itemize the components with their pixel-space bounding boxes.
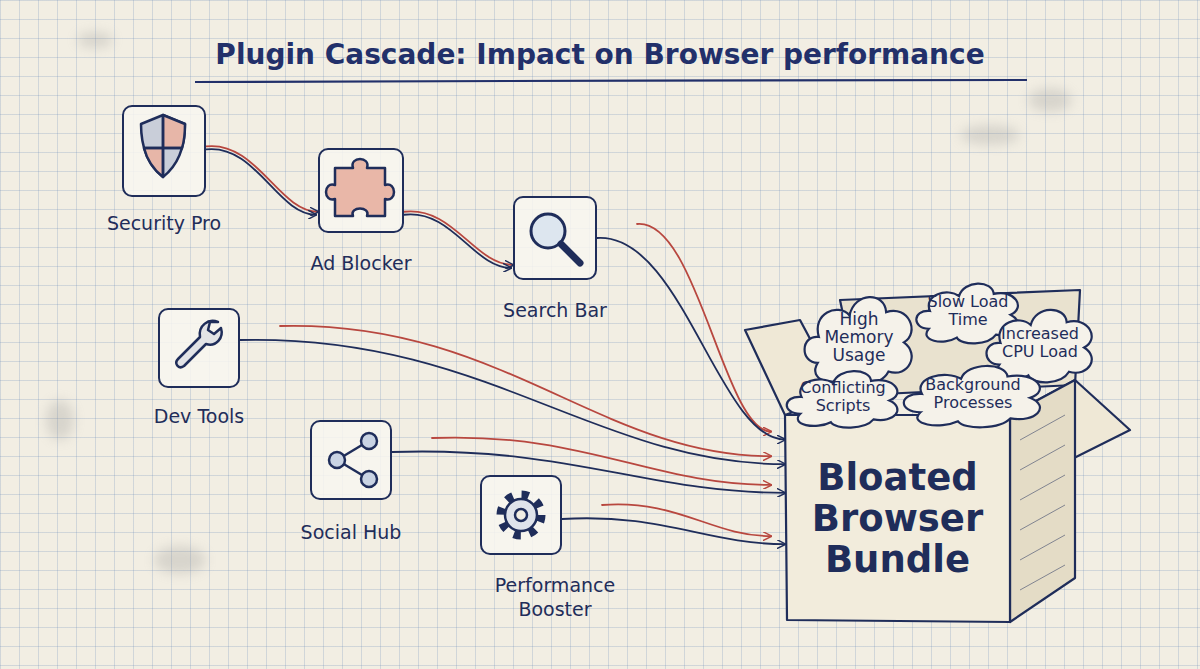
diagram-title: Plugin Cascade: Impact on Browser perfor… (0, 38, 1200, 71)
wrench-icon (176, 321, 221, 367)
plugin-label: Ad Blocker (286, 251, 436, 275)
plugin-box: Performance Booster (480, 475, 562, 555)
flow-arrow (404, 211, 513, 268)
plugin-label: Social Hub (276, 520, 426, 544)
flow-arrow (562, 504, 785, 544)
plugin-label: Dev Tools (124, 404, 274, 428)
cloud-shape (904, 366, 1040, 427)
share-icon (329, 433, 377, 487)
arrow-stroke (404, 214, 511, 268)
arrow-stroke (562, 518, 785, 544)
plugin-label: Search Bar (480, 298, 630, 322)
puzzle-icon (326, 159, 394, 216)
underline-stroke (195, 80, 1027, 82)
plugin-box: Security Pro (122, 105, 206, 197)
plugin-label: Performance Booster (480, 573, 630, 621)
cloud-label: Background Processes (911, 376, 1035, 412)
impact-cloud: Background Processes (898, 356, 1048, 432)
plugin-label: Security Pro (89, 211, 239, 235)
arrow-stroke-red (637, 224, 771, 432)
arrow-stroke-red (404, 211, 513, 265)
plugin-box: Dev Tools (158, 308, 240, 388)
gear-icon (501, 495, 541, 535)
flow-arrow (597, 224, 785, 440)
box-front (785, 415, 1010, 622)
arrow-stroke (597, 238, 785, 440)
bundle-label: Bloated Browser Bundle (785, 457, 1010, 580)
plugin-box: Ad Blocker (318, 148, 404, 233)
magnifier-icon (531, 214, 580, 263)
arrow-stroke-red (206, 146, 318, 212)
box-hatching (1020, 415, 1065, 590)
impact-cloud: Conflicting Scripts (782, 362, 904, 432)
arrow-stroke (392, 451, 785, 492)
shield-icon (141, 115, 185, 177)
cloud-shape (787, 371, 898, 427)
bundle-box: Bloated Browser BundleHigh Memory UsageS… (785, 415, 1010, 620)
plugin-box: Social Hub (310, 420, 392, 500)
cloud-label: High Memory Usage (817, 310, 901, 364)
arrow-stroke (206, 149, 316, 215)
cloud-label: Conflicting Scripts (791, 379, 895, 415)
flow-arrow (392, 438, 785, 493)
plugin-box: Search Bar (513, 196, 597, 280)
cloud-label: Increased CPU Load (992, 325, 1088, 361)
flow-arrow (206, 146, 318, 215)
cloud-label: Slow Load Time (920, 293, 1016, 329)
